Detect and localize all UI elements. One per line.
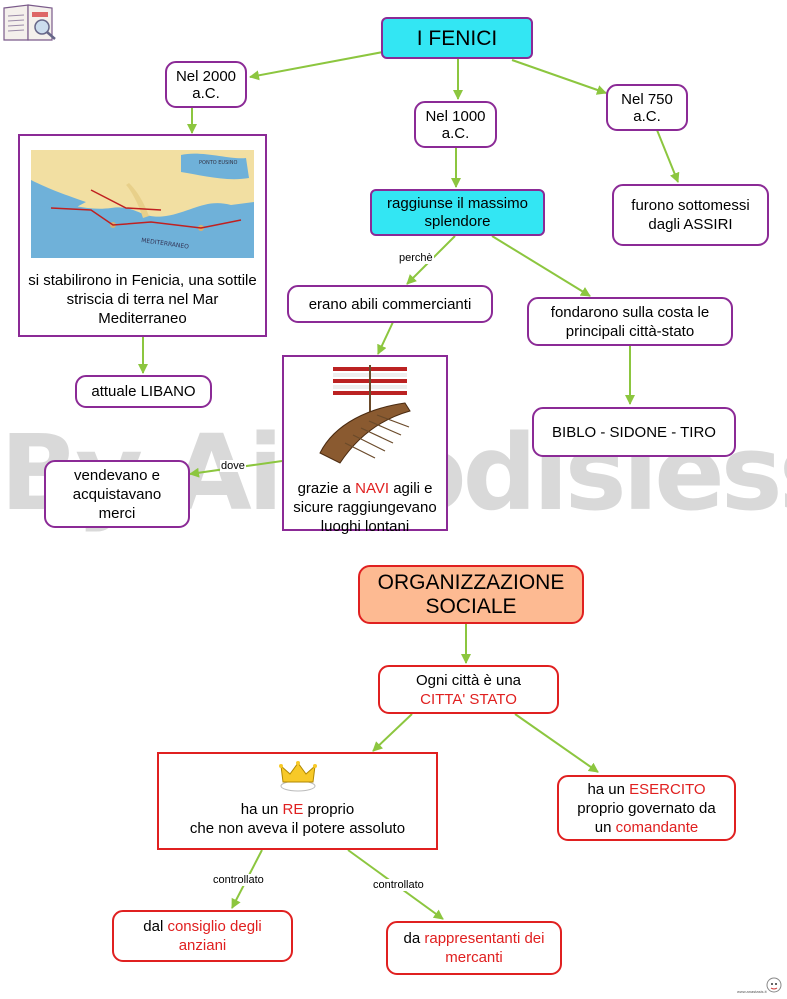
label-controllato-1: controllato	[212, 874, 265, 886]
title-text: I FENICI	[416, 26, 498, 50]
node-massimo-splendore: raggiunse il massimo splendore	[370, 189, 545, 236]
esercito-pre: ha un	[587, 780, 630, 798]
citta-text: BIBLO - SIDONE - TIRO	[552, 423, 716, 441]
rappresentanti-highlight: rappresentanti dei mercanti	[424, 930, 545, 966]
navi-highlight: NAVI	[355, 480, 390, 497]
rappresentanti-text: da rappresentanti dei mercanti	[392, 929, 557, 967]
splendore-text: raggiunse il massimo splendore	[387, 194, 528, 230]
node-abili-commercianti: erano abili commercianti	[287, 285, 493, 323]
arrow-750-sottomessi	[656, 129, 680, 183]
node-map-fenicia: PONTO EUSINO MEDITERRANEO si stabilirono…	[18, 134, 267, 337]
label-dove: dove	[220, 460, 246, 472]
footer-site-text: www.anastasis.it	[737, 989, 767, 994]
label-controllato-2: controllato	[372, 879, 425, 891]
re-highlight: RE	[282, 801, 304, 818]
navi-post: agili e sicure raggiungevano luoghi lont…	[293, 480, 437, 535]
ogni-text: Ogni città è una	[415, 671, 522, 689]
nel-1000-text: Nel 1000 a.C.	[425, 107, 486, 142]
navi-pre: grazie a	[297, 480, 356, 497]
node-nel-2000: Nel 2000 a.C.	[165, 61, 247, 108]
map-caption: si stabilirono in Fenicia, una sottile s…	[28, 272, 257, 327]
consiglio-pre: dal	[143, 918, 168, 935]
nel-2000-text: Nel 2000 a.C.	[175, 67, 237, 102]
map-label-ponto: PONTO EUSINO	[199, 160, 237, 166]
node-esercito: ha un ESERCITO proprio governato da un c…	[557, 775, 736, 841]
citta-stato-highlight: CITTA' STATO	[420, 690, 517, 708]
node-nel-750: Nel 750 a.C.	[606, 84, 688, 131]
node-re: ha un RE proprio che non aveva il potere…	[157, 752, 438, 850]
org-text: ORGANIZZAZIONE SOCIALE	[377, 570, 565, 618]
fondarono-text: fondarono sulla costa le principali citt…	[550, 303, 710, 340]
vendevano-text: vendevano e acquistavano merci	[72, 466, 162, 522]
consiglio-highlight: consiglio degli anziani	[167, 918, 262, 954]
label-perche: perchè	[398, 252, 434, 264]
title-i-fenici: I FENICI	[381, 17, 533, 59]
sottomessi-text: furono sottomessi dagli ASSIRI	[631, 197, 750, 233]
comandante-highlight: comandante	[615, 818, 699, 836]
node-navi: grazie a NAVI agili e sicure raggiungeva…	[282, 355, 448, 535]
esercito-highlight: ESERCITO	[629, 780, 706, 798]
node-consiglio-anziani: dal consiglio degli anziani	[112, 910, 293, 962]
arrow-title-2000	[249, 51, 384, 81]
esercito-line2: proprio governato da	[577, 799, 716, 817]
re-pre: ha un	[240, 801, 283, 818]
node-citta-stato: Ogni città è una CITTA' STATO	[378, 665, 559, 714]
node-furono-sottomessi: furono sottomessi dagli ASSIRI	[612, 184, 769, 246]
arrow-ogni-re	[372, 713, 413, 752]
arrow-ogni-esercito	[514, 713, 599, 773]
re-post: proprio	[303, 801, 355, 818]
nel-750-text: Nel 750 a.C.	[621, 90, 673, 125]
node-organizzazione-sociale: ORGANIZZAZIONE SOCIALE	[358, 565, 584, 624]
node-biblo-sidone-tiro: BIBLO - SIDONE - TIRO	[532, 407, 736, 457]
arrow-title-750	[511, 59, 607, 95]
node-fondarono-citta-stato: fondarono sulla costa le principali citt…	[527, 297, 733, 346]
navi-caption: grazie a NAVI agili e sicure raggiungeva…	[286, 479, 444, 536]
crown-icon	[278, 760, 318, 792]
book-logo-icon	[2, 2, 58, 42]
rappresentanti-pre: da	[403, 930, 425, 947]
node-attuale-libano: attuale LIBANO	[75, 375, 212, 408]
esercito-line3: un comandante	[595, 818, 698, 837]
consiglio-text: dal consiglio degli anziani	[123, 917, 283, 955]
phoenician-ship-image	[315, 363, 415, 471]
mediterranean-map-image: PONTO EUSINO MEDITERRANEO	[31, 150, 254, 258]
mascot-icon	[764, 976, 784, 994]
node-nel-1000: Nel 1000 a.C.	[414, 101, 497, 148]
arrow-splendore-fondarono	[491, 235, 591, 297]
libano-text: attuale LIBANO	[91, 383, 196, 400]
arrow-commercianti-navi	[377, 321, 394, 355]
commercianti-text: erano abili commercianti	[308, 295, 472, 313]
node-vendevano: vendevano e acquistavano merci	[44, 460, 190, 528]
node-rappresentanti-mercanti: da rappresentanti dei mercanti	[386, 921, 562, 975]
re-line2: che non aveva il potere assoluto	[189, 820, 406, 837]
esercito-line1: ha un ESERCITO	[587, 780, 705, 799]
re-line1: ha un RE proprio	[241, 800, 354, 819]
esercito-pre2: un	[594, 818, 616, 836]
